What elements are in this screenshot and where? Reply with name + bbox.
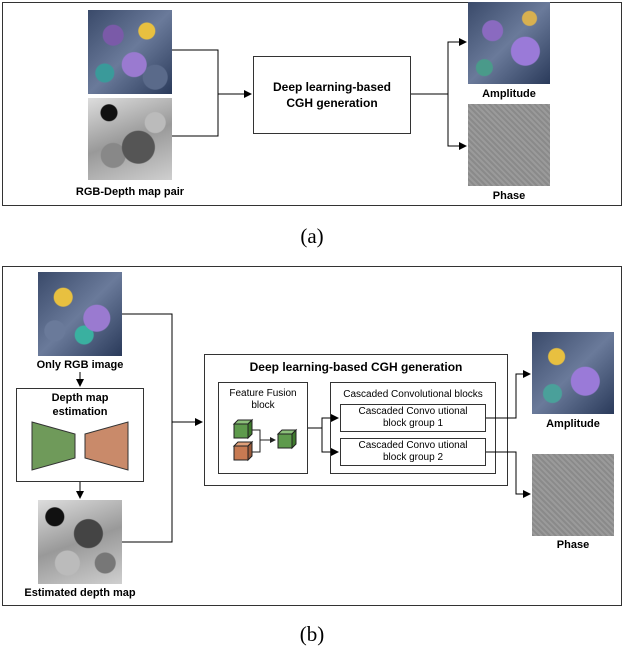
cascaded-title: Cascaded Convolutional blocks: [343, 389, 483, 400]
arrow-fusion-to-group2: [321, 428, 339, 456]
cgh-generator-box-a: Deep learning-based CGH generation: [253, 56, 411, 134]
cgh-generator-title-b: Deep learning-based CGH generation: [249, 360, 463, 374]
depth-estimation-text: Depth map estimation: [51, 392, 109, 418]
decoder-block: [84, 421, 129, 471]
feature-fusion-box: [218, 382, 308, 474]
amplitude-label-b: Amplitude: [546, 418, 600, 430]
depth-image-a: [88, 98, 172, 180]
arrow-generator-to-amplitude-a: [411, 38, 467, 95]
caption-a: (a): [300, 224, 324, 248]
depth-estimation-label: Depth map estimation: [30, 391, 130, 419]
encoder-block: [31, 421, 76, 471]
cube-green-fused: [276, 428, 298, 450]
cascaded-group-2-label: Cascaded Convo utional block group 2: [358, 440, 468, 463]
caption-b: (b): [299, 622, 325, 646]
feature-fusion-label: Feature Fusion block: [222, 388, 304, 412]
amplitude-image-a: [468, 2, 550, 84]
only-rgb-label: Only RGB image: [36, 359, 124, 371]
cascaded-group-2: Cascaded Convo utional block group 2: [340, 438, 486, 466]
encoder-decoder-shape: [31, 421, 129, 471]
arrow-inputs-to-generator-a: [172, 49, 251, 137]
phase-image-a: [468, 104, 550, 186]
cgh-generator-label-a: Deep learning-based CGH generation: [272, 80, 392, 110]
cube-orange-bottom: [232, 440, 254, 462]
cascaded-group-1-label: Cascaded Convo utional block group 1: [358, 406, 468, 429]
phase-label-b: Phase: [556, 539, 590, 551]
rgb-depth-pair-label: RGB-Depth map pair: [75, 186, 185, 198]
rgb-image-b: [38, 272, 122, 356]
arrow-fusion-to-groups: [308, 414, 339, 429]
arrow-group2-to-phase: [486, 451, 531, 498]
phase-image-b: [532, 454, 614, 536]
rgb-image-a: [88, 10, 172, 94]
cube-green-top: [232, 418, 254, 440]
arrow-generator-to-phase-a: [447, 94, 467, 150]
arrow-group1-to-amplitude: [486, 370, 531, 419]
phase-label-a: Phase: [492, 190, 526, 202]
line-rgb-to-generator: [122, 313, 173, 543]
fusion-cubes: [232, 418, 298, 462]
amplitude-label-a: Amplitude: [482, 88, 536, 100]
cascaded-group-1: Cascaded Convo utional block group 1: [340, 404, 486, 432]
amplitude-image-b: [532, 332, 614, 414]
feature-fusion-text: Feature Fusion block: [229, 388, 297, 411]
estimated-depth-image: [38, 500, 122, 584]
estimated-depth-label: Estimated depth map: [24, 587, 136, 599]
